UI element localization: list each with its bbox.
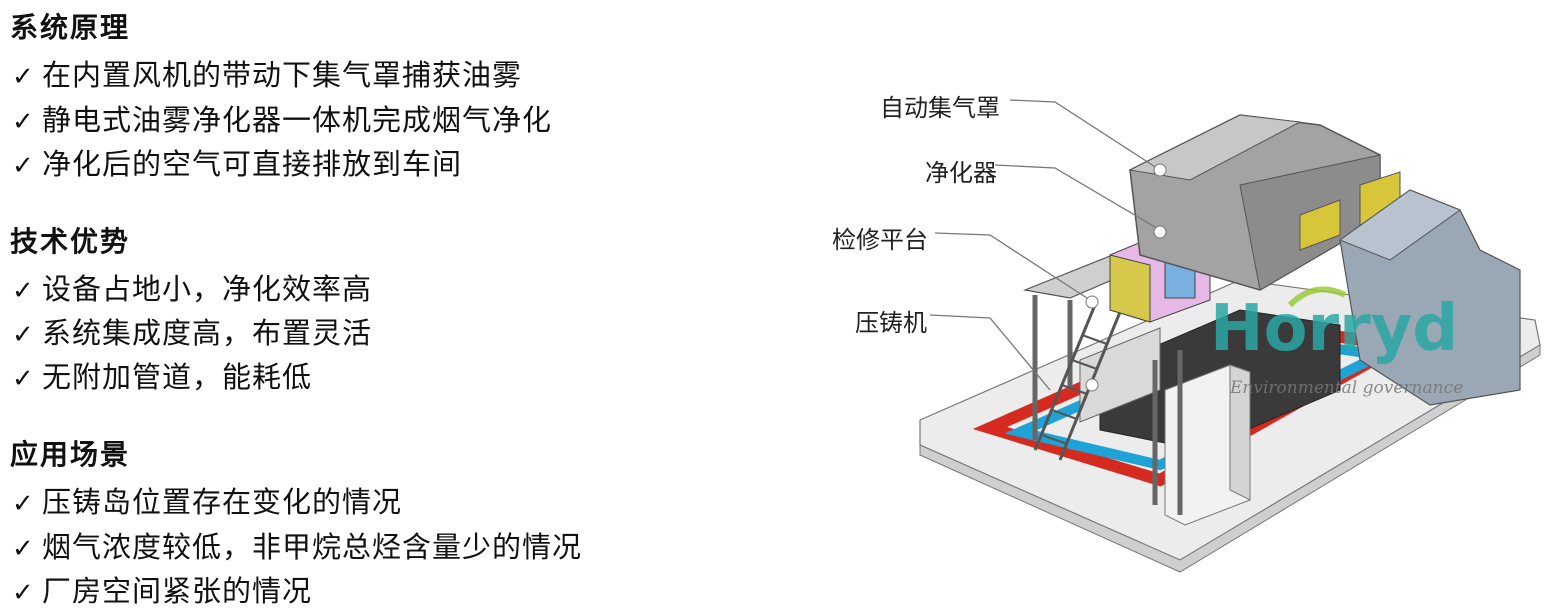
callout-label-purifier: 净化器 <box>925 159 997 187</box>
check-icon: ✓ <box>12 62 35 92</box>
callout-line-machine <box>929 314 1051 391</box>
callout-label-machine: 压铸机 <box>855 309 927 337</box>
ladder-rung <box>1051 409 1078 420</box>
ladder-rung <box>1041 434 1068 445</box>
equipment-diagram: Horryd Environmental governance 自动集气罩 净化… <box>820 60 1550 580</box>
check-icon: ✓ <box>12 320 35 350</box>
hood-top <box>1128 114 1302 181</box>
control-cabinet-side <box>1229 364 1251 501</box>
ladder-rail <box>1033 304 1097 451</box>
check-icon: ✓ <box>12 534 35 564</box>
callout-label-platform: 检修平台 <box>832 226 928 254</box>
section-title-applications: 应用场景 <box>10 438 131 471</box>
callout-dot <box>1153 225 1167 239</box>
list-item: ✓压铸岛位置存在变化的情况 <box>12 485 403 519</box>
logo-tagline: Environmental governance <box>1229 378 1463 398</box>
logo-leaf-icon <box>1287 286 1347 308</box>
list-item: ✓净化后的空气可直接排放到车间 <box>12 147 463 181</box>
check-icon: ✓ <box>12 107 35 137</box>
ladder-rung <box>1081 334 1108 345</box>
callout-line-platform <box>934 232 1091 301</box>
list-item: ✓在内置风机的带动下集气罩捕获油雾 <box>12 58 523 92</box>
callout-label-hood: 自动集气罩 <box>880 94 1000 122</box>
callout-line-purifier <box>994 164 1161 231</box>
check-icon: ✓ <box>12 489 35 519</box>
logo-wordmark: Horryd <box>1210 292 1458 366</box>
list-item: ✓烟气浓度较低，非甲烷总烃含量少的情况 <box>12 530 583 564</box>
list-item: ✓厂房空间紧张的情况 <box>12 574 313 608</box>
ladder-rung <box>1061 384 1088 395</box>
section-title-principle: 系统原理 <box>10 11 131 44</box>
base-platform-edge <box>919 344 1541 573</box>
horryd-logo: Horryd Environmental governance <box>1210 286 1463 398</box>
callout-line-hood <box>1009 99 1161 171</box>
die-casting-purifier-illustration: Horryd Environmental governance <box>919 99 1541 573</box>
rear-machine-top <box>1338 189 1462 261</box>
list-item: ✓静电式油雾净化器一体机完成烟气净化 <box>12 103 553 137</box>
list-item: ✓系统集成度高，布置灵活 <box>12 316 373 350</box>
callout-dot <box>1085 378 1099 392</box>
check-icon: ✓ <box>12 151 35 181</box>
check-icon: ✓ <box>12 578 35 608</box>
hood-label-panel <box>1299 199 1341 251</box>
callout-dot <box>1153 163 1167 177</box>
ladder-rung <box>1071 359 1098 370</box>
check-icon: ✓ <box>12 364 35 394</box>
machine-cover <box>1079 327 1161 423</box>
check-icon: ✓ <box>12 276 35 306</box>
purifier-side-panel <box>1109 254 1151 323</box>
callout-dot <box>1085 295 1099 309</box>
list-item: ✓设备占地小，净化效率高 <box>12 272 373 306</box>
section-title-advantages: 技术优势 <box>10 225 131 258</box>
list-item: ✓无附加管道，能耗低 <box>12 360 313 394</box>
